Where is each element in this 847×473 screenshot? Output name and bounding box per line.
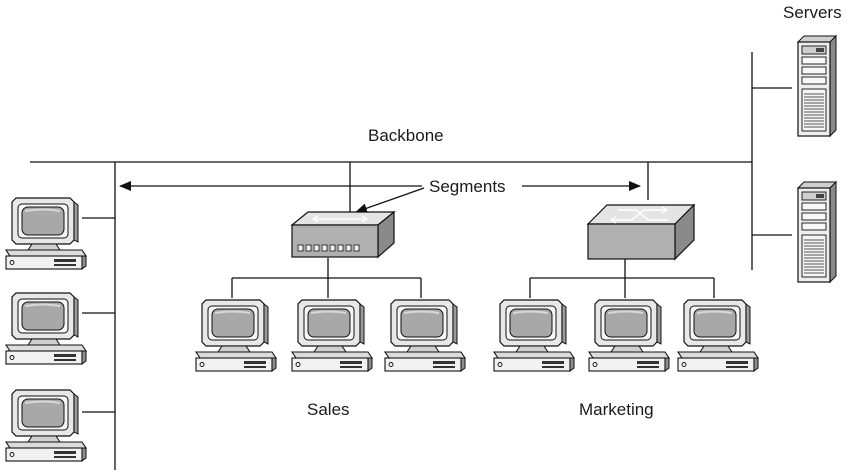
workstation-icon [5, 197, 87, 270]
workstation-icon [291, 299, 373, 372]
workstation-icon [588, 299, 670, 372]
server-icon [797, 181, 837, 283]
workstation-icon [384, 299, 466, 372]
segments-label: Segments [429, 177, 506, 196]
workstation-icon [5, 292, 87, 365]
hub-icon [290, 210, 396, 259]
segments-arrow-hub [355, 187, 425, 214]
switch-icon [586, 203, 696, 261]
backbone-label: Backbone [368, 126, 444, 145]
server-icon [797, 35, 837, 137]
servers-label: Servers [783, 3, 842, 22]
workstation-icon [5, 389, 87, 462]
workstation-icon [195, 299, 277, 372]
marketing-label: Marketing [579, 400, 654, 419]
workstation-icon [677, 299, 759, 372]
sales-label: Sales [307, 400, 350, 419]
workstation-icon [493, 299, 575, 372]
